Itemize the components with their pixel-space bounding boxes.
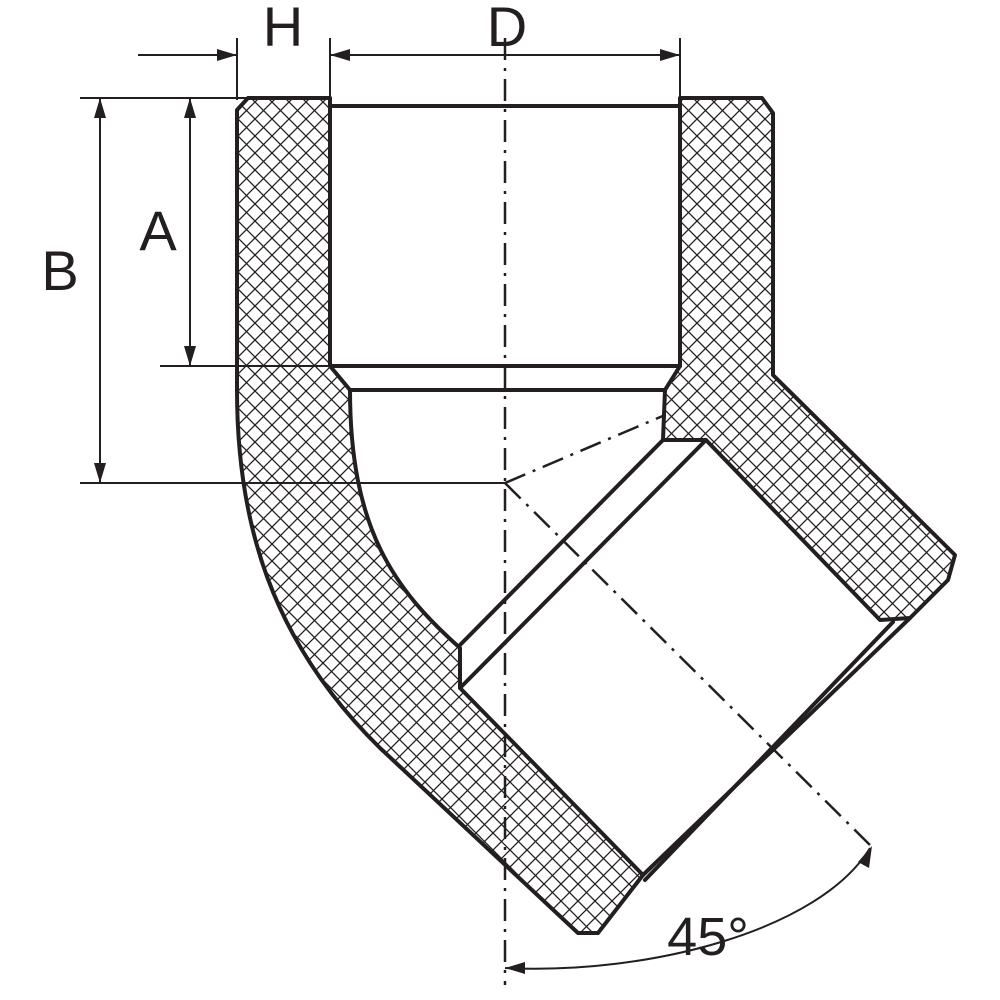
d-label: D bbox=[487, 0, 527, 58]
h-dimension: H bbox=[138, 0, 331, 100]
center-lines bbox=[503, 38, 876, 985]
left-wall-section bbox=[235, 96, 645, 935]
a-dimension: A bbox=[80, 97, 330, 367]
a-label: A bbox=[139, 199, 177, 262]
d-dimension: D bbox=[330, 0, 681, 100]
socket-lines bbox=[328, 104, 912, 882]
angle-label: 45° bbox=[667, 907, 749, 967]
b-label: B bbox=[41, 239, 78, 302]
b-dimension: B bbox=[41, 98, 505, 484]
h-label: H bbox=[263, 0, 303, 58]
angle-dimension: 45° bbox=[504, 846, 872, 974]
bore bbox=[330, 106, 948, 880]
